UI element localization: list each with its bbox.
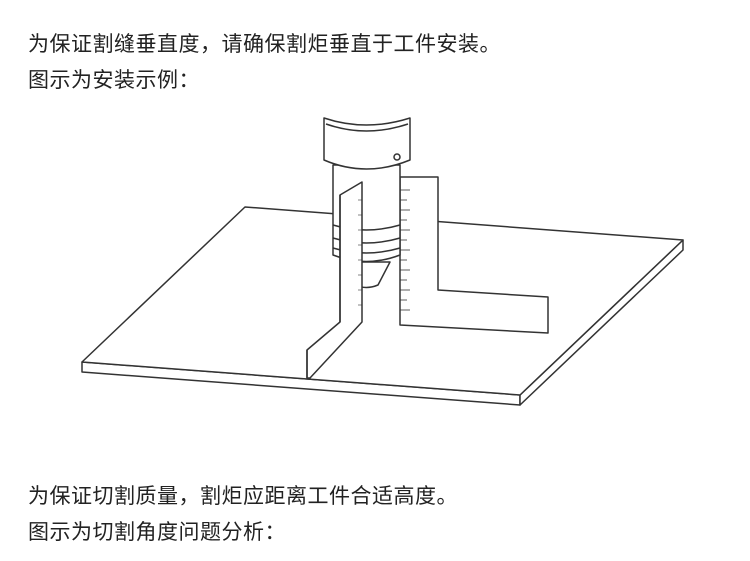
instruction-torch-height: 为保证切割质量，割炬应距离工件合适高度。 (28, 484, 458, 508)
right-angle-square (399, 176, 549, 334)
caption-angle-analysis: 图示为切割角度问题分析： (28, 520, 286, 544)
workpiece-plate (81, 206, 684, 406)
caption-install-example: 图示为安装示例： (28, 68, 200, 92)
left-guide-square (306, 181, 363, 379)
instruction-vertical-install: 为保证割缝垂直度，请确保割炬垂直于工件安装。 (28, 32, 501, 56)
